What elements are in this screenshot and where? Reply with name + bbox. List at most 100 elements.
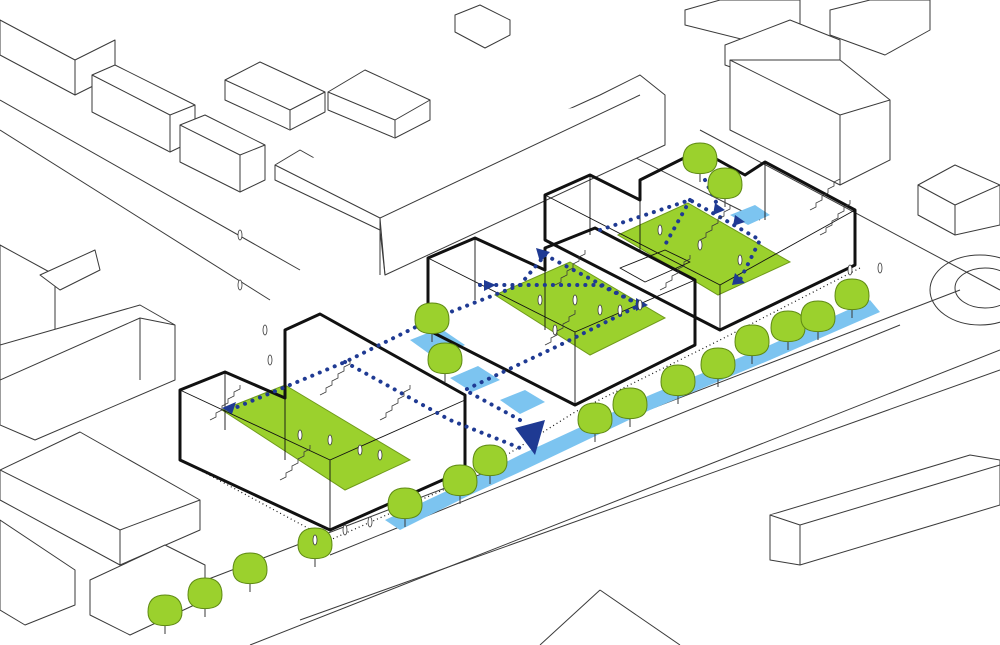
tree	[707, 167, 743, 207]
stair-symbol	[659, 255, 691, 291]
context-building	[0, 469, 201, 565]
roundabout-outer	[929, 254, 1000, 326]
street-edge-north-1	[0, 99, 301, 271]
tree	[834, 278, 870, 318]
building-volume-west-edges	[179, 372, 466, 530]
stair-symbol	[209, 385, 241, 421]
context-building	[224, 79, 326, 130]
street-edge-lower-2	[599, 589, 681, 645]
flow-arrowheads	[222, 203, 745, 455]
building-volume-east-edges	[544, 162, 856, 330]
street-edge-lower	[539, 589, 601, 645]
flow-path	[663, 198, 692, 247]
person-figure	[377, 449, 383, 461]
stair-symbol	[279, 445, 311, 481]
tree	[414, 302, 450, 342]
context-building	[179, 124, 266, 192]
stair-symbols	[209, 175, 851, 481]
people-figures	[237, 224, 883, 546]
person-figure	[327, 434, 333, 446]
person-figure	[537, 294, 543, 306]
tree	[427, 342, 463, 382]
person-figure	[572, 294, 578, 306]
tree	[442, 464, 478, 504]
building-volume-center	[426, 226, 697, 407]
stair-symbol	[319, 360, 351, 396]
person-figure	[657, 224, 663, 236]
person-figure	[737, 254, 743, 266]
person-figure	[297, 429, 303, 441]
tree	[800, 300, 836, 340]
tree	[387, 487, 423, 527]
tree	[232, 552, 268, 592]
trees	[147, 142, 870, 634]
person-figure	[697, 239, 703, 251]
flow-arrowhead	[536, 248, 550, 262]
building-connector	[619, 249, 691, 283]
tree	[700, 347, 736, 387]
street-edge-curb	[299, 369, 1000, 621]
context-building	[917, 184, 1000, 235]
person-figure	[617, 304, 623, 316]
tree	[577, 402, 613, 442]
tree	[187, 577, 223, 617]
person-figure	[637, 299, 643, 311]
tree	[682, 142, 718, 182]
stair-symbol	[379, 385, 411, 421]
roundabout	[929, 254, 1000, 326]
context-building	[829, 0, 931, 56]
context-building	[729, 59, 891, 185]
flow-path	[478, 283, 642, 307]
flow-arrowhead	[713, 203, 725, 215]
stair-symbol	[544, 310, 576, 346]
flow-arrowhead	[733, 215, 745, 226]
tree	[660, 364, 696, 404]
courtyards	[220, 202, 792, 491]
context-building	[0, 519, 76, 626]
flow-arrowhead-large	[515, 420, 545, 455]
context-building	[224, 61, 326, 131]
person-figure	[597, 304, 603, 316]
flow-arrowhead	[732, 273, 745, 285]
street-edge-east	[699, 129, 1000, 291]
flow-arrowhead	[484, 280, 496, 291]
tree	[472, 444, 508, 484]
person-figure	[237, 229, 243, 241]
context-building	[0, 317, 176, 381]
building-volume-west	[178, 312, 467, 532]
tree	[297, 527, 333, 567]
water-pool	[500, 390, 545, 414]
street-edge-north-2	[0, 129, 271, 301]
courtyard-west	[220, 384, 412, 491]
context-building	[327, 91, 431, 138]
person-figure	[267, 354, 273, 366]
context-building	[39, 249, 101, 291]
person-figure	[877, 262, 883, 274]
person-figure	[262, 324, 268, 336]
stair-symbol	[819, 200, 851, 236]
context-building	[327, 69, 431, 139]
person-figure	[237, 279, 243, 291]
building-volumes	[178, 148, 861, 541]
tree	[612, 387, 648, 427]
flow-path	[343, 360, 527, 452]
flow-arrowhead	[222, 402, 236, 414]
person-figure	[312, 534, 318, 546]
person-figure	[552, 324, 558, 336]
context-building	[454, 4, 511, 49]
flow-path	[598, 197, 763, 282]
building-volume-east	[543, 148, 857, 332]
person-figure	[357, 444, 363, 456]
tree	[147, 594, 183, 634]
stair-symbol	[699, 205, 731, 241]
person-figure	[367, 516, 373, 528]
stair-symbol	[809, 175, 841, 211]
context-building	[769, 464, 1000, 565]
person-figure	[847, 264, 853, 276]
stair-symbol	[554, 250, 586, 286]
context-building	[729, 59, 891, 186]
person-figure	[342, 524, 348, 536]
